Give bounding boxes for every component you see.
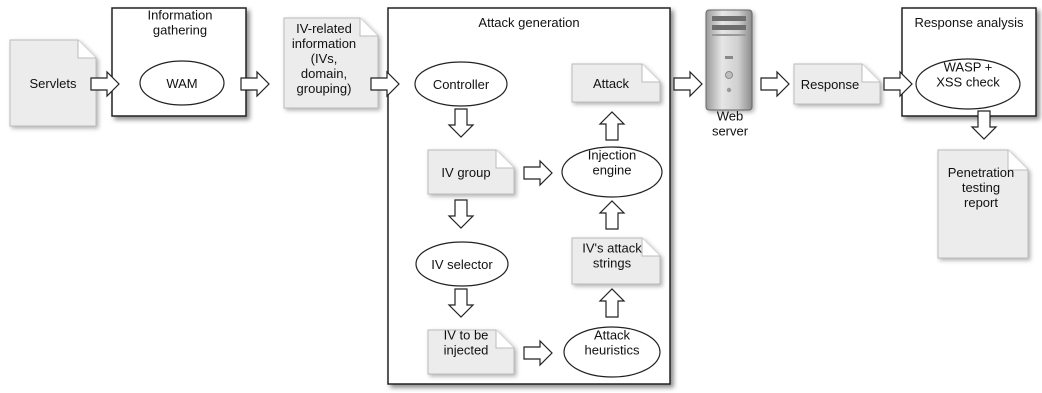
iv-group-doc: IV group [427, 149, 515, 195]
iv-selector-label: IV selector [431, 257, 493, 272]
arrow-iv-group-to-injection [523, 159, 553, 187]
arrow-attack-strings-to-injection [598, 200, 626, 230]
arrow-servlets-to-wam [90, 70, 120, 98]
arrow-iv-group-to-iv-selector [447, 199, 475, 229]
arrow-controller-to-iv-group [447, 108, 475, 138]
servlets-doc: Servlets [9, 39, 97, 127]
wasp-node: WASP +XSS check [915, 58, 1021, 110]
controller-node: Controller [414, 61, 508, 107]
wasp-label: WASP +XSS check [936, 60, 1000, 90]
flow-arrows [90, 70, 998, 367]
controller-label: Controller [433, 77, 490, 92]
servlets-label: Servlets [30, 76, 77, 91]
arrow-iv-info-to-controller [370, 70, 400, 98]
iv-selector-node: IV selector [415, 241, 509, 287]
response-label: Response [801, 77, 860, 92]
arrow-injection-to-attack [598, 111, 626, 141]
arrow-wam-to-iv-info [240, 70, 270, 98]
arrow-attack-to-server [673, 70, 703, 98]
arrow-server-to-response [760, 70, 790, 98]
response-doc: Response [793, 63, 881, 105]
wam-label: WAM [166, 76, 197, 91]
attack-generation-label: Attack generation [478, 15, 579, 30]
attack-doc: Attack [571, 63, 661, 103]
arrow-heuristics-to-attack-strings [598, 288, 626, 318]
arrow-iv-selector-to-iv-injected [447, 288, 475, 318]
response-analysis-label: Response analysis [914, 15, 1024, 30]
wam-node: WAM [139, 60, 225, 106]
arrow-wasp-to-report [970, 110, 998, 140]
iv-group-label: IV group [441, 165, 490, 180]
arrow-response-to-wasp [883, 70, 913, 98]
arrow-iv-injected-to-heuristics [523, 339, 553, 367]
attack-label: Attack [593, 76, 630, 91]
